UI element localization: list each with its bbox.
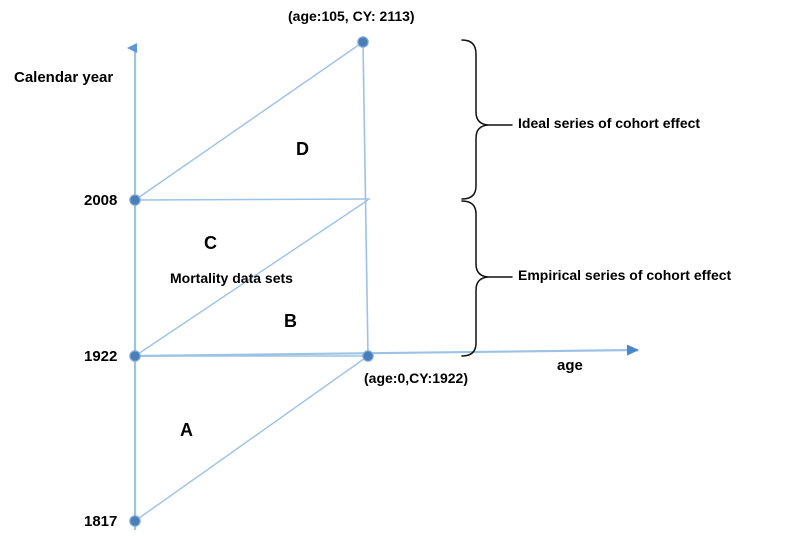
axis-group [127,43,639,530]
mortality-data-sets-label: Mortality data sets [170,270,293,286]
cohort-diagonal-2008 [134,41,364,201]
lexis-lines [134,41,371,522]
y-tick-label-1922: 1922 [84,348,118,365]
age-105-vertical [362,41,369,357]
brace-group [461,39,513,357]
marker-cy-1922-age-0 [129,350,141,362]
x-axis-line [134,344,639,358]
brace-label-empirical-series: Empirical series of cohort effect [518,267,732,283]
region-label-a: A [180,420,193,440]
cohort-diagonal-1922 [134,199,369,357]
brace-empirical-series [461,200,489,357]
marker-cy-2008-age-0 [129,194,141,206]
brace-label-ideal-series: Ideal series of cohort effect [518,115,701,131]
cohort-diagonal-1817 [134,355,369,522]
region-label-d: D [296,139,309,159]
brace-ideal-series [461,39,489,200]
point-label-origin: (age:0,CY:1922) [364,370,469,386]
y-tick-label-2008: 2008 [84,192,118,209]
region-label-b: B [284,311,297,331]
x-axis-label: age [557,357,583,374]
point-label-top-right: (age:105, CY: 2113) [288,8,415,24]
calendar-line-2008 [134,198,371,201]
y-tick-label-1817: 1817 [84,513,118,530]
region-label-c: C [204,233,217,253]
vertex-markers [129,36,374,527]
y-axis-label: Calendar year [14,69,114,86]
marker-cy-1817-age-0 [129,515,141,527]
marker-cy-2113-age-105 [357,36,369,48]
marker-cy-1922-age-105 [362,350,374,362]
